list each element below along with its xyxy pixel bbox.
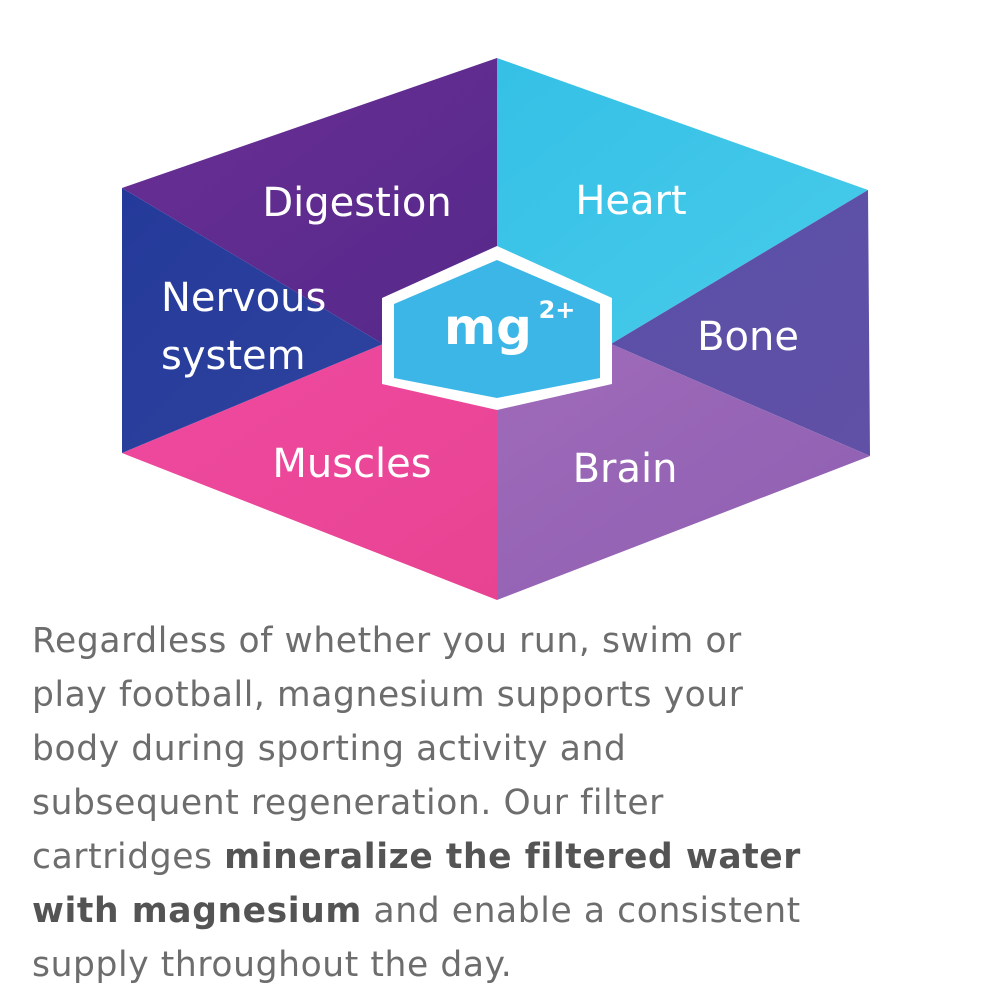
segment-brain	[497, 344, 870, 600]
label-bone: Bone	[697, 314, 799, 360]
center-hexagon-group: mg 2+	[382, 246, 612, 410]
caption-text: and enable a consistent	[361, 891, 801, 931]
label-line: Heart	[575, 178, 686, 224]
segment-nervous	[122, 188, 383, 453]
caption-text: body during sporting activity and	[32, 729, 627, 769]
caption-line: cartridges mineralize the filtered water	[32, 837, 801, 877]
caption-line: play football, magnesium supports your	[32, 675, 744, 715]
label-line: Brain	[573, 446, 678, 492]
description-paragraph: Regardless of whether you run, swim or p…	[32, 614, 982, 992]
label-line: Nervous	[161, 275, 326, 321]
segment-muscles	[122, 344, 497, 600]
caption-text: cartridges	[32, 837, 225, 877]
label-brain: Brain	[573, 446, 678, 492]
caption-text: supply throughout the day.	[32, 945, 513, 985]
label-muscles: Muscles	[272, 441, 431, 487]
caption-emphasis: with magnesium	[32, 891, 362, 931]
label-line: Bone	[697, 314, 799, 360]
segment-labels-layer: Digestion Heart Bone Brain Muscles Nervo…	[161, 178, 799, 492]
caption-line: subsequent regeneration. Our filter	[32, 783, 664, 823]
caption-line: Regardless of whether you run, swim or	[32, 621, 742, 661]
caption-emphasis: mineralize the filtered water	[224, 837, 801, 877]
label-line: Muscles	[272, 441, 431, 487]
segments-layer	[122, 58, 870, 600]
label-heart: Heart	[575, 178, 686, 224]
label-line: Digestion	[262, 180, 451, 226]
segment-digestion	[122, 58, 497, 344]
segment-heart	[497, 58, 868, 344]
mg-label: mg	[444, 298, 532, 356]
magnesium-hexagon-diagram: mg 2+ Digestion Heart Bone Brain Muscles…	[122, 58, 870, 600]
label-nervous-system: Nervous system	[161, 275, 339, 379]
caption-text: play football, magnesium supports your	[32, 675, 744, 715]
label-line: system	[161, 333, 306, 379]
caption-line: with magnesium and enable a consistent	[32, 891, 801, 931]
mg-base: mg	[444, 298, 532, 356]
caption-text: subsequent regeneration. Our filter	[32, 783, 664, 823]
segment-bone	[611, 190, 870, 456]
caption-line: supply throughout the day.	[32, 945, 512, 985]
caption-line: body during sporting activity and	[32, 729, 626, 769]
mg-superscript: 2+	[539, 296, 576, 324]
caption-text: Regardless of whether you run, swim or	[32, 621, 742, 661]
label-digestion: Digestion	[262, 180, 451, 226]
center-hexagon	[394, 260, 600, 398]
